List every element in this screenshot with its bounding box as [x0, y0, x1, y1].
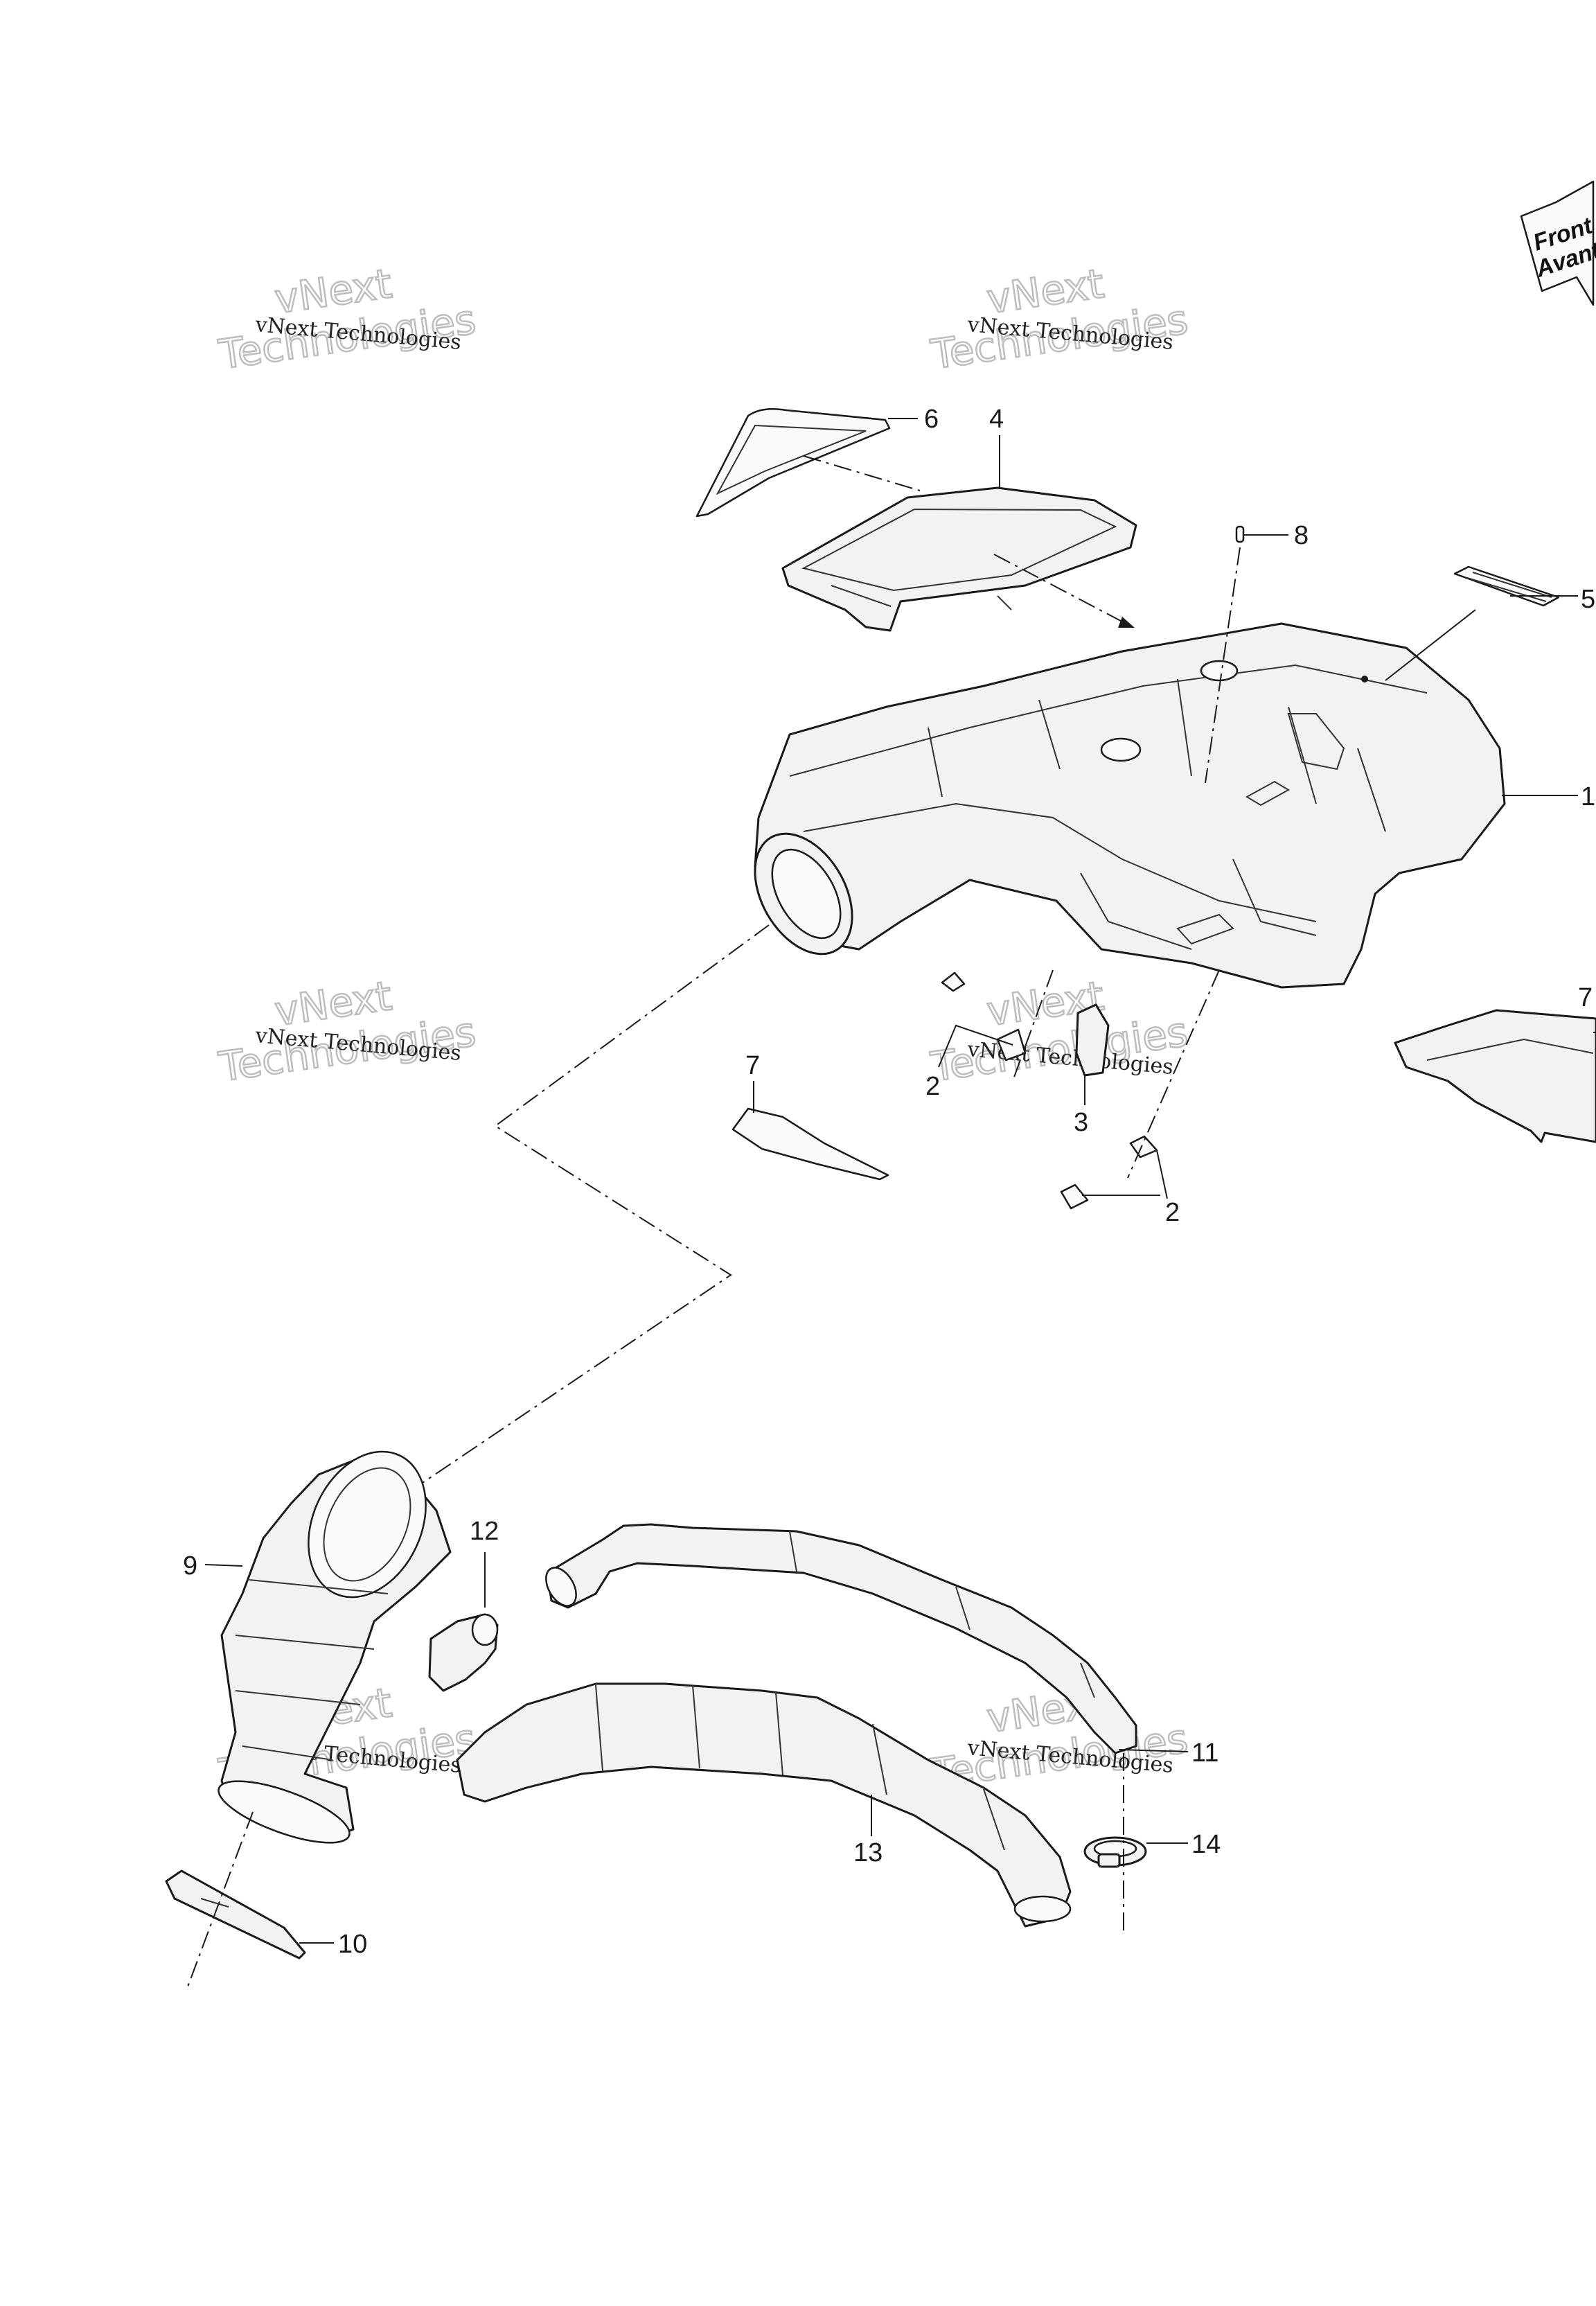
- part-7-shield-left: [732, 1107, 889, 1181]
- part-9-intake-boot: [218, 1450, 452, 1844]
- callout-5: 5: [1581, 585, 1595, 614]
- part-10-clamp-plate: [165, 1869, 306, 1960]
- callout-10: 10: [338, 1930, 367, 1959]
- part-5-label: [1453, 565, 1560, 607]
- callout-7-right: 7: [1578, 983, 1593, 1012]
- part-7-shield-right: [1394, 1009, 1596, 1143]
- part-12-fitting: [428, 1613, 499, 1692]
- callout-labels: 6 4 8 5 1 7 7 2 3 2 9 12 11 13 14 10: [183, 405, 1595, 1959]
- callout-2-upper: 2: [925, 1072, 940, 1101]
- callout-4: 4: [989, 405, 1004, 434]
- callout-7-left: 7: [745, 1051, 760, 1080]
- part-1-airbox: [754, 622, 1506, 989]
- part-4-filter-cover: [781, 486, 1137, 632]
- part-2-clips: [941, 971, 1158, 1210]
- watermark-top-left: vNext Technologies vNext Technologies: [215, 259, 479, 380]
- part-14-hose-clamp: [1083, 1836, 1147, 1868]
- assembly-lines: [186, 455, 1241, 1989]
- part-3-bracket: [1075, 1003, 1110, 1077]
- callout-12: 12: [470, 1517, 499, 1546]
- callout-1: 1: [1581, 782, 1595, 811]
- callout-11: 11: [1191, 1739, 1218, 1768]
- leader-lines: [204, 418, 1596, 1944]
- watermark-mid-left: vNext Technologies vNext Technologies: [215, 971, 479, 1092]
- callout-3: 3: [1074, 1108, 1088, 1137]
- callout-14: 14: [1191, 1830, 1221, 1859]
- callout-9: 9: [183, 1551, 197, 1581]
- part-8-pin: [1235, 525, 1245, 543]
- part-6-gasket: [695, 408, 891, 518]
- watermark-top-center: vNext Technologies vNext Technologies: [927, 259, 1191, 380]
- front-direction-badge: Front Avant: [1520, 180, 1596, 306]
- part-13-main-hose: [456, 1682, 1072, 1928]
- callout-6: 6: [924, 405, 939, 434]
- callout-2-lower: 2: [1165, 1198, 1180, 1227]
- watermark-mid-center: vNext Technologies vNext Technologies: [927, 971, 1191, 1092]
- callout-8: 8: [1294, 521, 1309, 550]
- front-arrow-icon: [1520, 180, 1595, 306]
- callout-13: 13: [853, 1838, 883, 1867]
